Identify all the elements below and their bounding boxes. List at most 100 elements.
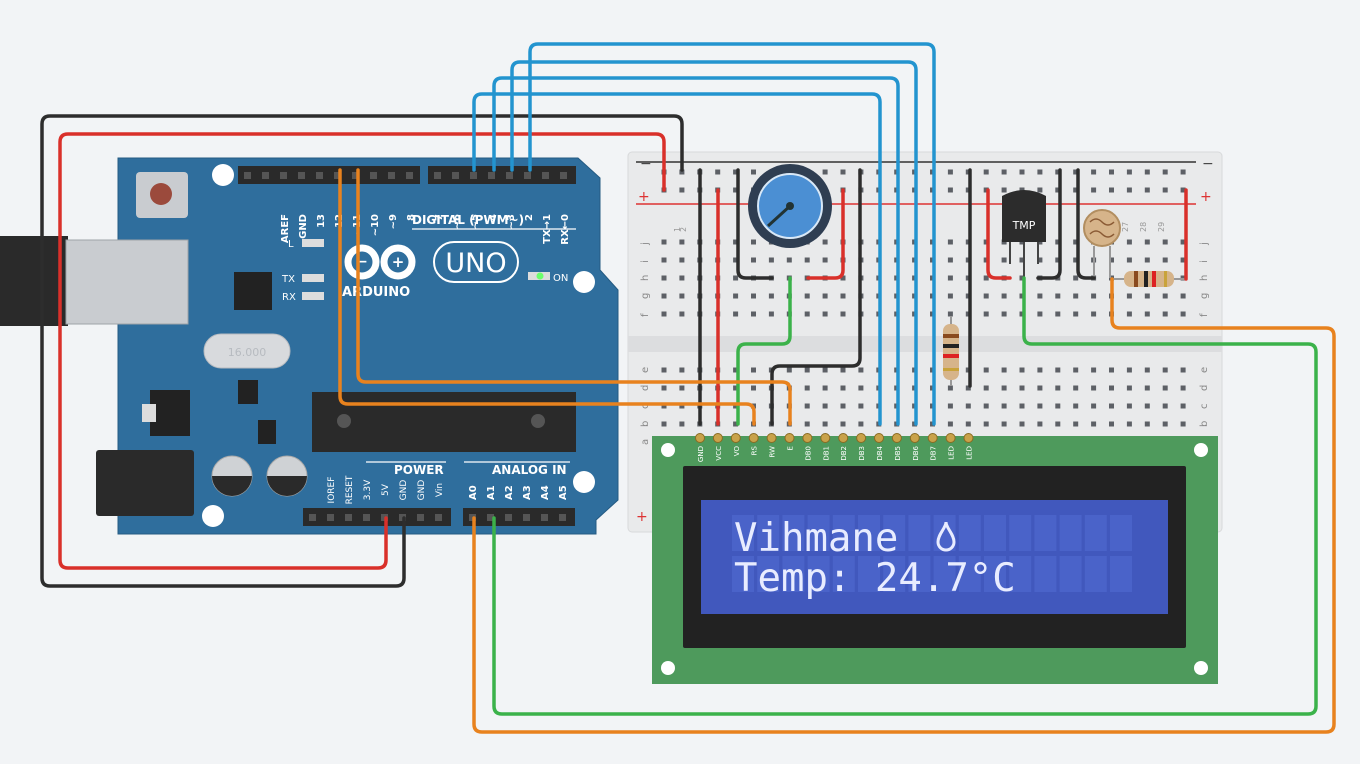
header-pin[interactable] [280,172,287,179]
digital-pin-label: ~5 [470,214,481,229]
lcd-pin-label: DB4 [876,445,884,460]
header-pin[interactable] [352,172,359,179]
header-pin[interactable] [488,172,495,179]
header-pin[interactable] [262,172,269,179]
lcd-pin[interactable] [945,433,956,443]
tmp-sensor[interactable]: TMP [1002,190,1046,278]
led-rx-label: RX [282,292,296,303]
digital-label: DIGITAL (PWM~) [412,213,524,227]
photoresistor[interactable] [1083,209,1121,278]
header-pin[interactable] [470,172,477,179]
voltage-regulator [150,390,190,436]
header-pin[interactable] [244,172,251,179]
lcd-pin[interactable] [963,433,974,443]
analog-pin-label: A3 [522,485,533,500]
header-pin[interactable] [542,172,549,179]
analog-pin-label: A4 [540,485,551,500]
lcd-pin[interactable] [820,433,831,443]
row-letter-d-left: d [640,385,651,391]
header-pin[interactable] [435,514,442,521]
lcd-pin[interactable] [695,433,705,443]
row-letter-b-right: b [1199,421,1210,427]
lcd-cell [807,556,830,592]
lcd-pin-label: LED [948,446,956,460]
lcd-pin[interactable] [891,433,902,443]
header-pin[interactable] [334,172,341,179]
lcd-pin-label: RS [751,445,759,455]
header-pin[interactable] [505,514,512,521]
header-pin[interactable] [345,514,352,521]
lcd-pin-label: DB5 [894,446,902,461]
lcd-cell [732,556,754,592]
resistor-photo[interactable] [1112,271,1186,287]
header-pin[interactable] [541,514,548,521]
lcd-pin[interactable] [730,433,741,443]
row-letter-i-left: i [640,260,651,263]
lcd-pin[interactable] [748,433,759,443]
digital-pin-label: ~3 [506,214,517,229]
wire-5v [58,132,666,570]
wires [40,42,1336,734]
rail-minus-left: − [640,156,652,172]
header-pin[interactable] [370,172,377,179]
lcd-cell [782,515,805,551]
lcd-cell [858,515,880,551]
analog-label: ANALOG IN [492,463,567,477]
header-pin[interactable] [406,172,413,179]
led-tx-label: TX [281,274,295,285]
power-pin-label: GND [399,480,409,501]
resistor-backlight[interactable] [943,316,959,386]
lcd-pin[interactable] [927,433,938,443]
usb-cable [0,236,68,326]
lcd-cell [1084,515,1107,551]
reset-button-cap[interactable] [150,183,172,205]
lcd-pin[interactable] [874,433,884,443]
header-pin[interactable] [524,172,531,179]
row-letter-h-right: h [1199,275,1210,281]
header-pin[interactable] [388,172,395,179]
header-pin[interactable] [363,514,370,521]
header-pin[interactable] [298,172,305,179]
lcd-pin[interactable] [802,433,813,443]
lcd-pin-label: DB7 [930,446,938,461]
header-pin[interactable] [434,172,441,179]
power-label: POWER [394,463,444,477]
header-pin[interactable] [309,514,316,521]
drop-icon [936,521,956,552]
lcd-cell [883,556,906,592]
led-l-label: L [288,239,294,250]
lcd-pin[interactable] [712,433,723,443]
lcd-pin[interactable] [838,433,849,443]
col-num-28: 28 [1139,222,1148,232]
digital-pin-label: AREF [280,214,291,243]
arduino-brand: ARDUINO [342,285,410,300]
header-pin[interactable] [560,172,567,179]
digital-header-right [428,166,576,184]
header-pin[interactable] [559,514,566,521]
header-pin[interactable] [487,514,494,521]
lcd-cell [807,515,830,551]
row-letter-f-left: f [640,313,651,317]
lcd-pin[interactable] [766,433,777,443]
lcd-pin[interactable] [909,433,920,443]
power-pin-label: 5V [381,483,391,496]
header-pin[interactable] [523,514,530,521]
tmp-label: TMP [1012,219,1036,232]
lcd-pin[interactable] [784,433,795,443]
power-pin-label: IOREF [327,477,337,504]
potentiometer[interactable] [748,164,832,248]
header-pin[interactable] [327,514,334,521]
lcd-pin[interactable] [856,433,867,443]
wire-tmp [492,276,1318,716]
lcd-cell [958,515,981,551]
header-pin[interactable] [506,172,513,179]
led-rx [302,292,324,300]
row-letter-b-left: b [640,421,651,427]
row-letter-h-left: h [640,275,651,281]
header-pin[interactable] [316,172,323,179]
header-pin[interactable] [452,172,459,179]
header-pin[interactable] [417,514,424,521]
